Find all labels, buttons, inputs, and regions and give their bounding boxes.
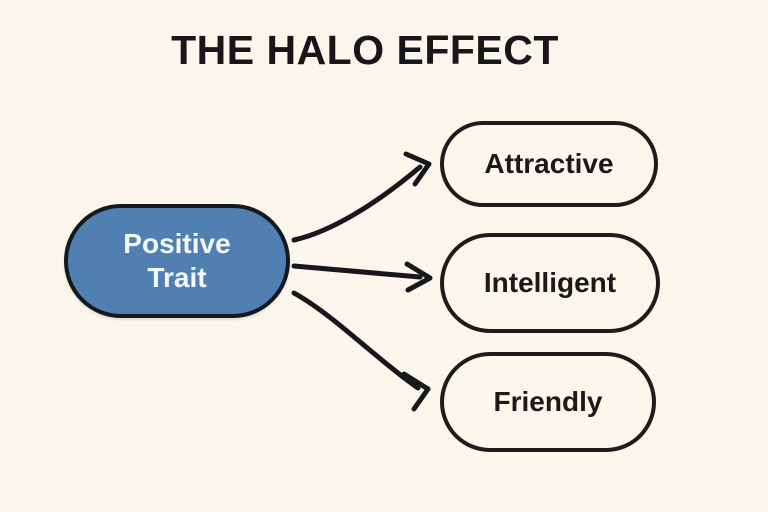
- node-attractive-label: Attractive: [484, 148, 614, 179]
- node-intelligent-label: Intelligent: [483, 267, 617, 298]
- node-positive-trait-label: Positive Trait: [123, 227, 230, 295]
- node-friendly[interactable]: Friendly: [440, 352, 656, 452]
- connector-to-intelligent: [291, 261, 433, 293]
- connector-to-friendly: [291, 290, 431, 412]
- node-positive-trait[interactable]: Positive Trait: [64, 204, 290, 318]
- node-positive-trait-line1: Positive: [123, 227, 231, 259]
- node-intelligent[interactable]: Intelligent: [440, 233, 660, 333]
- node-positive-trait-line2: Trait: [147, 262, 207, 293]
- node-friendly-label: Friendly: [493, 386, 603, 417]
- page-title: THE HALO EFFECT: [171, 27, 559, 73]
- node-attractive[interactable]: Attractive: [440, 121, 658, 207]
- connector-to-attractive: [291, 151, 432, 243]
